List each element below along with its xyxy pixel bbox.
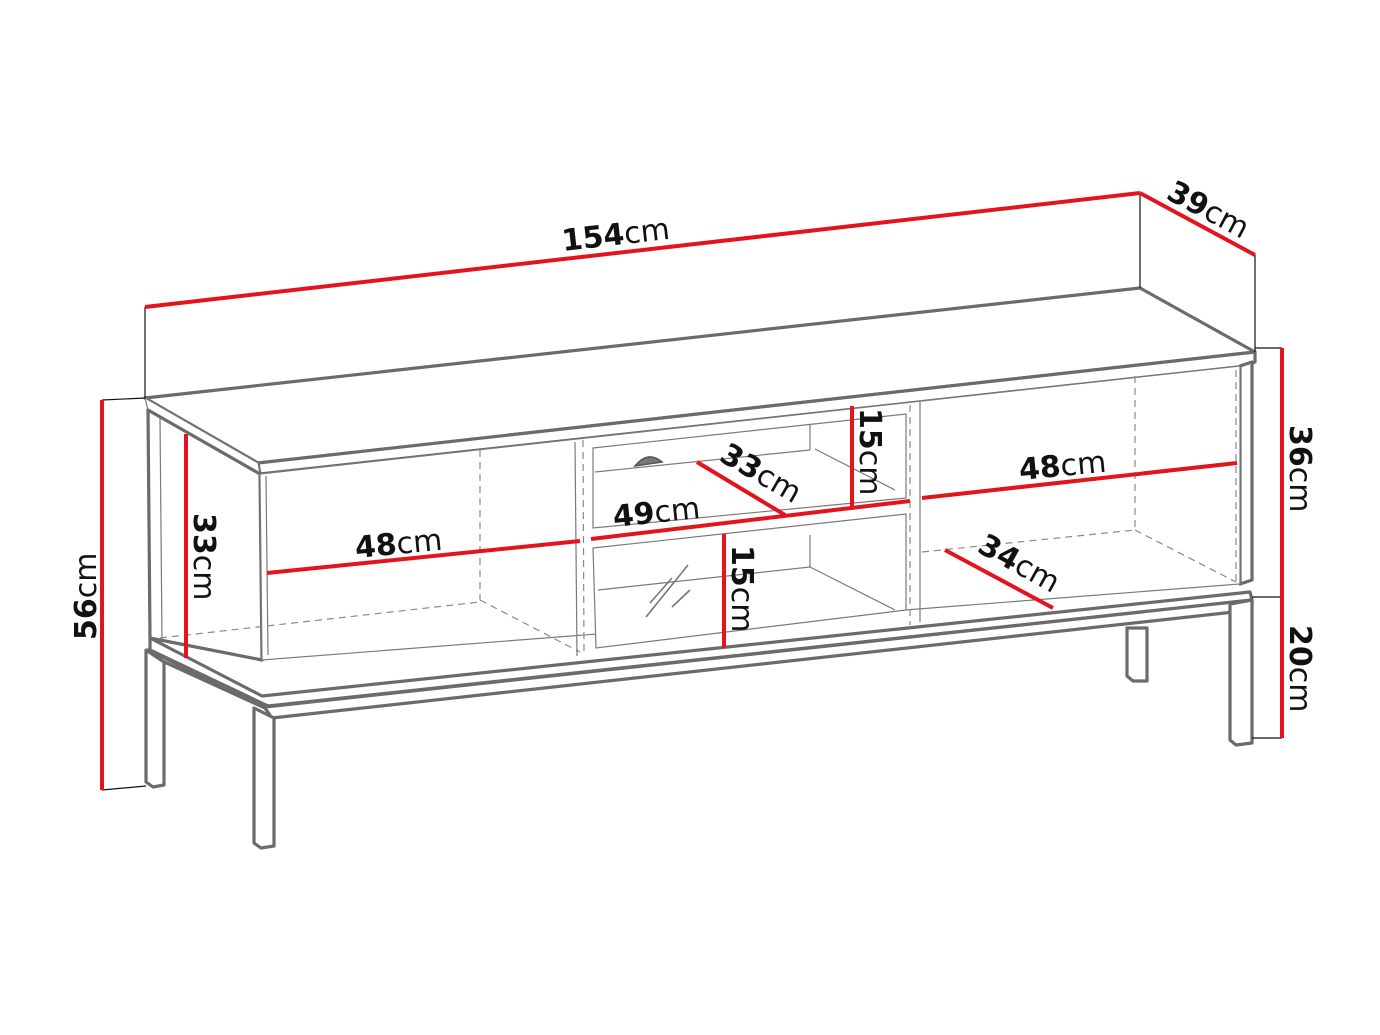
label-total-height: 56cm bbox=[69, 553, 104, 640]
label-total-width: 154cm bbox=[560, 212, 672, 259]
label-body-height: 36cm bbox=[1282, 425, 1317, 512]
dim-line-total-depth bbox=[1139, 191, 1256, 257]
drawer-front bbox=[592, 413, 907, 529]
metal-frame bbox=[146, 598, 1254, 720]
dim-line-center-width bbox=[590, 499, 911, 541]
dim-line-right-depth bbox=[944, 548, 1054, 610]
label-center-width: 49cm bbox=[611, 491, 702, 535]
front-legs bbox=[144, 598, 1254, 850]
glass-door bbox=[592, 513, 907, 649]
label-left-side-height: 33cm bbox=[186, 513, 221, 600]
label-glass-height: 15cm bbox=[724, 545, 759, 632]
dim-line-total-width bbox=[144, 191, 1141, 309]
drawer-handle bbox=[633, 456, 664, 468]
label-right-width: 48cm bbox=[1017, 445, 1107, 488]
dim-line-drawer-depth bbox=[695, 460, 787, 517]
dimension-lines bbox=[100, 191, 1284, 790]
glass-reflection-icon bbox=[645, 564, 691, 618]
right-open-compartment bbox=[919, 370, 1237, 622]
label-total-depth: 39cm bbox=[1161, 174, 1255, 246]
label-leg-height: 20cm bbox=[1282, 625, 1317, 712]
center-column bbox=[582, 405, 911, 656]
dim-line-left-width bbox=[266, 539, 581, 575]
extension-lines bbox=[101, 193, 1282, 791]
left-open-compartment bbox=[159, 441, 581, 657]
back-legs bbox=[1125, 626, 1149, 683]
label-left-width: 48cm bbox=[353, 523, 443, 566]
furniture-drawing bbox=[143, 286, 1257, 850]
label-drawer-height: 15cm bbox=[852, 408, 887, 495]
dim-line-right-width bbox=[921, 461, 1238, 500]
right-side-panel bbox=[1238, 360, 1254, 586]
